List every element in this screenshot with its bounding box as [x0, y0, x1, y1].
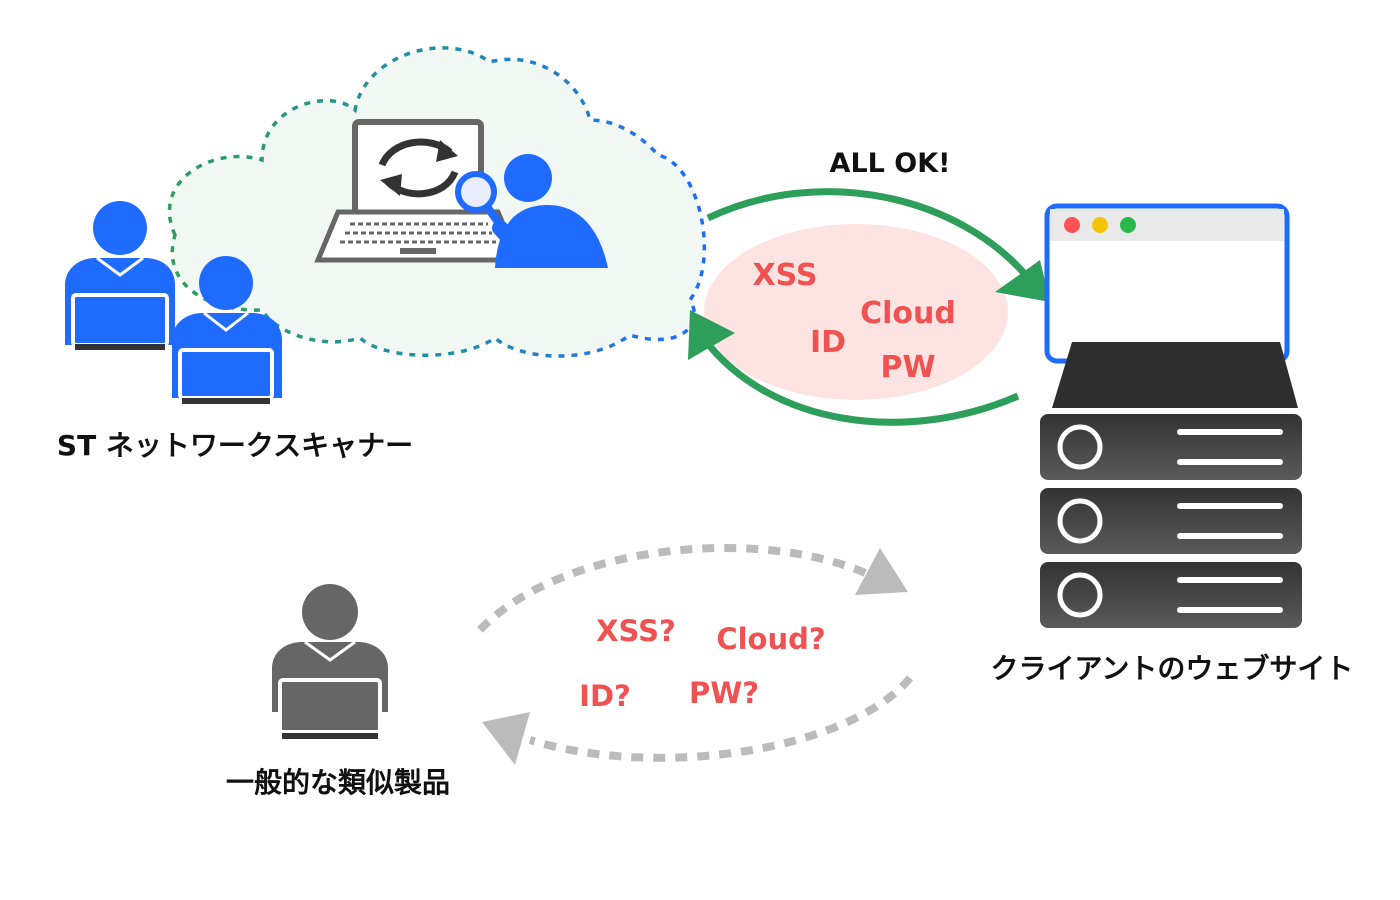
keyword-id-question: ID? — [579, 679, 631, 713]
keyword-xss: XSS — [753, 258, 818, 293]
browser-window-icon — [1044, 203, 1290, 364]
scanner-label: ST ネットワークスキャナー — [57, 429, 413, 462]
green-arrow-response — [688, 310, 1020, 426]
gray-dashed-arrow-response — [482, 675, 914, 765]
keyword-pw: PW — [880, 350, 935, 385]
generic-user-icon — [272, 584, 388, 739]
green-arrow-request — [706, 188, 1050, 302]
generic-product-label: 一般的な類似製品 — [226, 766, 450, 799]
keyword-bubble — [704, 224, 1008, 400]
scanner-user-icon — [65, 201, 175, 350]
keyword-pw-question: PW? — [689, 676, 759, 710]
laptop-icon — [314, 119, 522, 263]
server-rack-icon — [1040, 342, 1302, 628]
gray-dashed-arrow-request — [477, 544, 908, 633]
keyword-xss-question: XSS? — [596, 614, 676, 648]
keyword-cloud: Cloud — [860, 296, 956, 331]
scanner-user-icon — [172, 256, 282, 404]
keyword-id: ID — [810, 325, 846, 360]
keyword-cloud-question: Cloud? — [716, 622, 825, 656]
magnifier-icon — [455, 171, 512, 240]
client-site-label: クライアントのウェブサイト — [991, 652, 1354, 685]
all-ok-label: ALL OK! — [830, 148, 951, 179]
